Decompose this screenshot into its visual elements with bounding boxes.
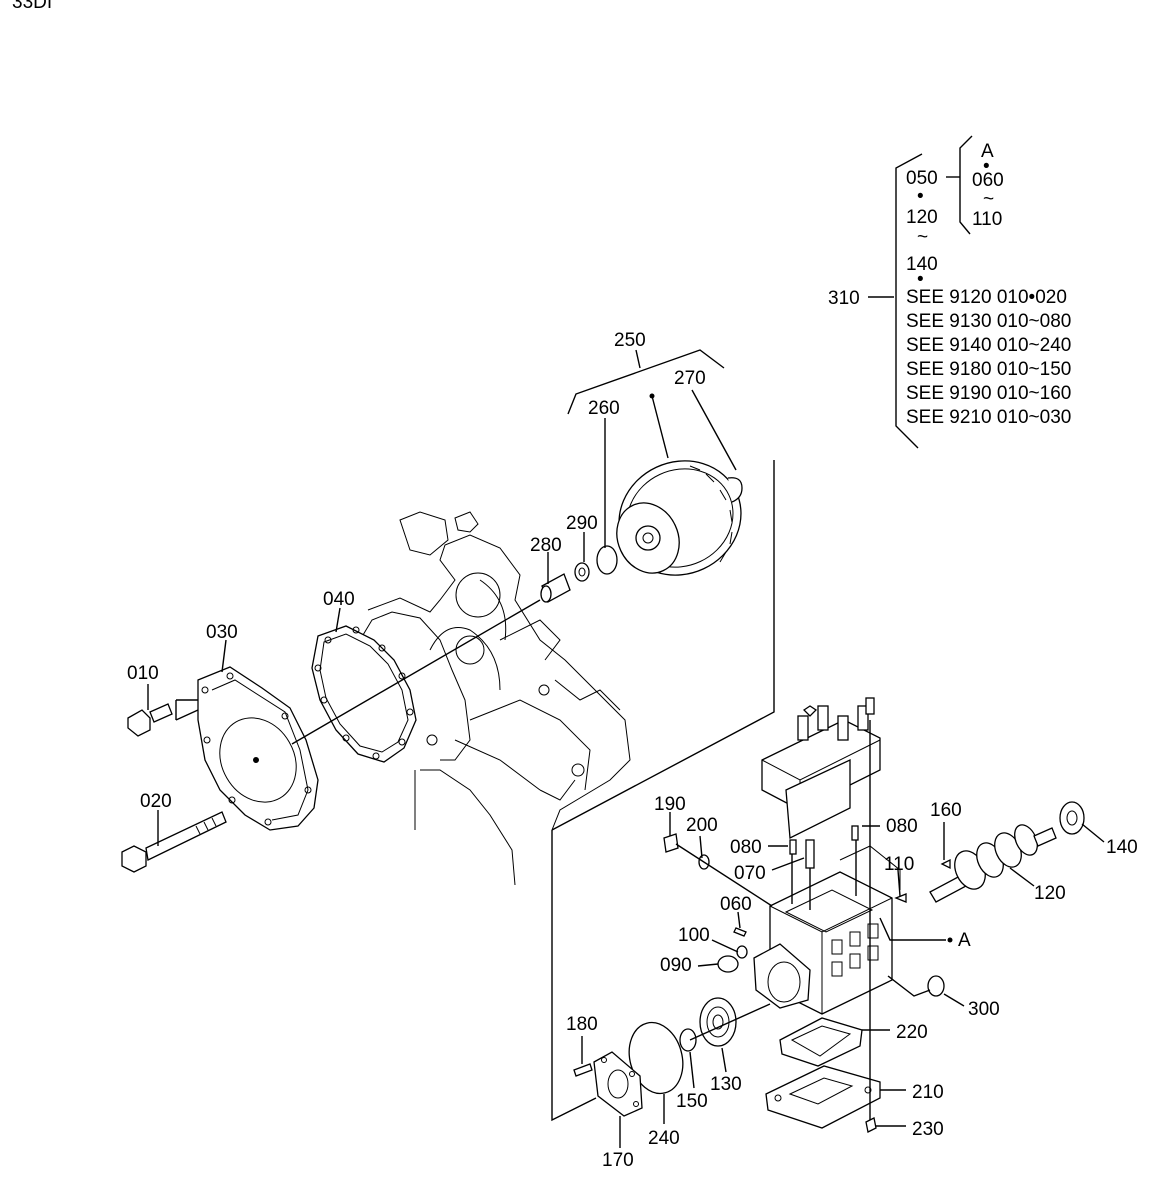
callout-140: 140 — [1106, 837, 1138, 858]
diagram-code: 33DI — [12, 0, 52, 13]
callout-110-ref: 110 — [972, 209, 1002, 230]
callout-280: 280 — [530, 535, 562, 556]
callout-080-left: 080 — [730, 837, 762, 858]
callout-080-right: 080 — [886, 816, 918, 837]
bearing-140 — [1059, 801, 1085, 835]
callout-labels: 250 270 260 290 280 040 030 010 020 190 … — [127, 330, 1138, 1171]
callout-240: 240 — [648, 1128, 680, 1149]
bolt-020 — [121, 811, 227, 873]
callout-030: 030 — [206, 622, 238, 643]
leader-lines — [147, 349, 1105, 1148]
shaft-280 — [540, 573, 571, 603]
callout-020: 020 — [140, 791, 172, 812]
callout-190: 190 — [654, 794, 686, 815]
callout-140-ref: 140 — [906, 254, 938, 275]
seal-150 — [679, 1028, 697, 1052]
gasket-220 — [779, 1017, 863, 1067]
marker-a-label: A — [981, 141, 994, 162]
callout-260: 260 — [588, 398, 620, 419]
callout-130: 130 — [710, 1074, 742, 1095]
callout-070: 070 — [734, 863, 766, 884]
callout-270: 270 — [674, 368, 706, 389]
see-ref-1: SEE 9120 010•020 — [906, 287, 1067, 308]
o-ring-240 — [628, 1021, 684, 1095]
see-ref-5: SEE 9190 010~160 — [906, 383, 1071, 404]
pump-housing-body — [753, 845, 901, 1015]
camshaft-120 — [929, 824, 1057, 903]
callout-230: 230 — [912, 1119, 944, 1140]
cover-plate-210 — [765, 1065, 881, 1129]
gasket-040 — [311, 625, 417, 763]
tilde-range-icon: ~ — [983, 189, 994, 210]
bolt-010 — [127, 703, 173, 737]
callout-250: 250 — [614, 330, 646, 351]
screw-180 — [573, 1063, 593, 1077]
callout-090: 090 — [660, 955, 692, 976]
screw-230 — [865, 1117, 877, 1133]
injection-pump-310 — [761, 697, 881, 840]
snap-ring-270 — [727, 477, 743, 503]
bullet-icon: • — [917, 269, 924, 290]
callout-290: 290 — [566, 513, 598, 534]
see-ref-3: SEE 9140 010~240 — [906, 335, 1071, 356]
callout-100: 100 — [678, 925, 710, 946]
drive-gear-270 — [616, 460, 742, 576]
callout-060-ref: 060 — [972, 170, 1004, 191]
callout-110: 110 — [884, 854, 914, 875]
marker-a: A — [958, 930, 971, 951]
callout-200: 200 — [686, 815, 718, 836]
flange-cover-170 — [593, 1051, 643, 1117]
reference-bracket-group: A • 060 ~ 110 050 • 120 ~ 140 • 310 SEE … — [828, 135, 1071, 449]
callout-120: 120 — [1034, 883, 1066, 904]
callout-220: 220 — [896, 1022, 928, 1043]
bearing-130 — [699, 997, 737, 1047]
collar-290 — [574, 562, 590, 582]
callout-010: 010 — [127, 663, 159, 684]
see-ref-4: SEE 9180 010~150 — [906, 359, 1071, 380]
front-cover-plate-030 — [197, 666, 319, 831]
bullet-icon: • — [983, 156, 990, 177]
tilde-range-icon: ~ — [917, 227, 928, 248]
see-ref-2: SEE 9130 010~080 — [906, 311, 1071, 332]
snap-ring-260 — [596, 545, 618, 575]
callout-300: 300 — [968, 999, 1000, 1020]
callout-120-ref: 120 — [906, 207, 938, 228]
callout-160: 160 — [930, 800, 962, 821]
callout-210: 210 — [912, 1082, 944, 1103]
callout-150: 150 — [676, 1091, 708, 1112]
callout-060: 060 — [720, 894, 752, 915]
callout-170: 170 — [602, 1150, 634, 1171]
bullet-icon: • — [917, 186, 924, 207]
callout-050: 050 — [906, 168, 938, 189]
callout-310: 310 — [828, 288, 860, 309]
callout-040: 040 — [323, 589, 355, 610]
callout-180: 180 — [566, 1014, 598, 1035]
see-ref-6: SEE 9210 010~030 — [906, 407, 1071, 428]
